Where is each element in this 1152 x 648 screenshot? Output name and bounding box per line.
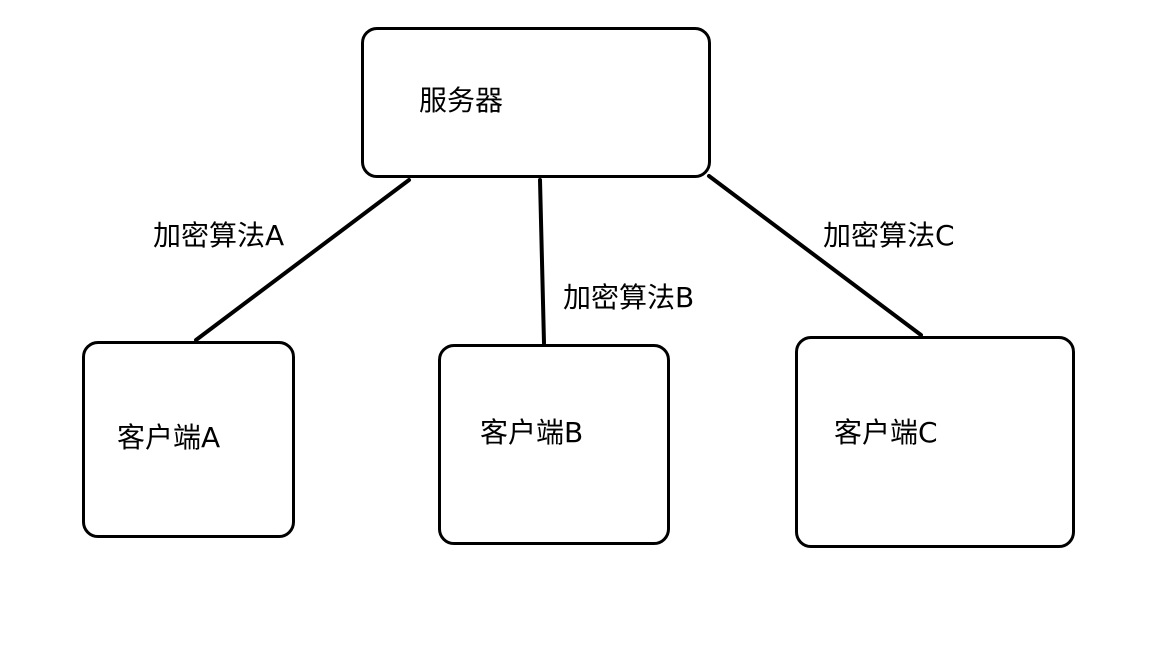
edge-label-encryption-a: 加密算法A [153, 219, 285, 252]
client-c-node-label: 客户端C [834, 416, 938, 449]
client-a-node-label: 客户端A [117, 421, 221, 454]
client-b-node [438, 344, 670, 545]
edge-line-server-client-b [538, 178, 546, 345]
edge-label-encryption-b: 加密算法B [563, 281, 695, 314]
edge-label-encryption-c: 加密算法C [823, 219, 955, 252]
server-node [361, 27, 711, 178]
client-b-node-label: 客户端B [480, 416, 584, 449]
edge-line-server-client-a [194, 178, 411, 342]
client-c-node [795, 336, 1075, 548]
edge-line-server-client-c [707, 174, 923, 337]
client-a-node [82, 341, 295, 538]
server-node-label: 服务器 [419, 84, 504, 117]
